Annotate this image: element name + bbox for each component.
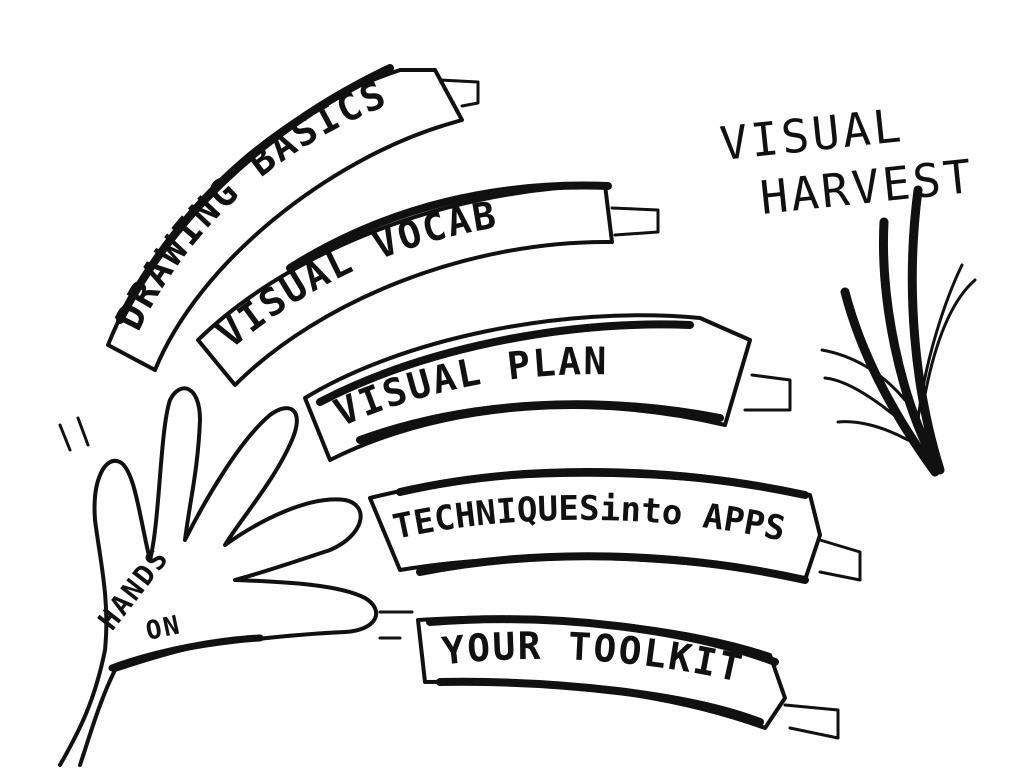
hand-label-line-2: ON — [143, 610, 184, 647]
banner-techniques-into-apps: TECHNIQUESinto APPS — [368, 468, 862, 584]
banner-label-techniques-into-apps: TECHNIQUESinto APPS — [390, 489, 789, 550]
title: VISUAL HARVEST — [718, 98, 977, 225]
banner-your-toolkit: YOUR TOOLKIT — [378, 610, 840, 740]
hand-illustration: HANDS ON — [58, 386, 379, 767]
banner-visual-plan: VISUAL PLAN — [303, 313, 792, 462]
banner-label-visual-plan: VISUAL PLAN — [328, 339, 609, 435]
banner-label-visual-vocab: VISUAL VOCAB — [209, 192, 501, 356]
wheat-icon — [820, 185, 977, 477]
